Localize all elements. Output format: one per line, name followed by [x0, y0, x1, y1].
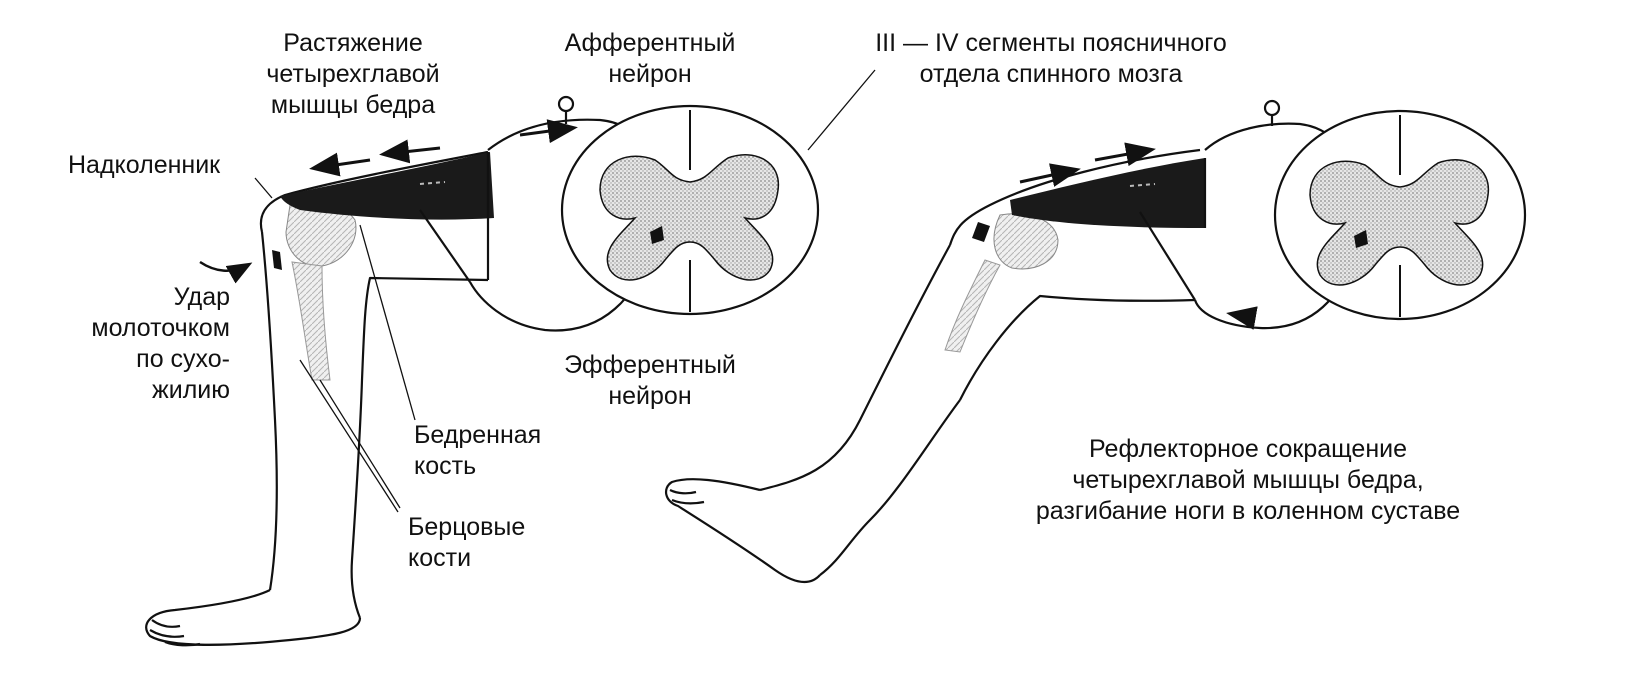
patella-label-text: Надколенник: [68, 151, 221, 179]
efferent-label-line-2: нейрон: [608, 382, 692, 410]
efferent-neuron-label: Эфферентный нейрон: [530, 350, 770, 412]
left-thigh-bottom-outline: [360, 276, 489, 381]
reflex-label-line-1: Рефлекторное сокращение: [1088, 435, 1408, 463]
left-leg: [145, 150, 489, 647]
right-shin-back: [819, 399, 961, 576]
stretch-arrows: [309, 139, 441, 177]
tibia-label: Берцовые кости: [408, 512, 525, 574]
stretch-label: Растяжение четырехглавой мышцы бедра: [238, 28, 468, 121]
hammer-label-line-3: по сухо-: [136, 345, 230, 373]
segments-label-line-1: III — IV сегменты поясничного: [875, 29, 1227, 57]
spinal-segments-label: III — IV сегменты поясничного отдела спи…: [826, 28, 1276, 90]
right-thigh-bottom-outline: [959, 294, 1196, 401]
femur-label-line-1: Бедренная: [414, 421, 542, 449]
right-leg: [664, 148, 1201, 584]
afferent-label-line-2: нейрон: [608, 60, 692, 88]
right-shin-front: [759, 244, 951, 492]
femur-label: Бедренная кость: [414, 420, 541, 482]
right-receptor-icon: [1263, 99, 1281, 117]
right-gray-matter: [1309, 159, 1490, 286]
stretch-label-line-1: Растяжение: [283, 29, 423, 57]
contraction-arrows: [1019, 142, 1156, 187]
left-thigh-outline: [259, 150, 489, 233]
reflex-label-line-2: четырехглавой мышцы бедра,: [1072, 466, 1424, 494]
stretch-label-line-3: мышцы бедра: [270, 91, 436, 119]
right-foot: [664, 478, 821, 584]
hammer-strike-label: Удар молоточком по сухо- жилию: [40, 282, 230, 406]
right-spinal-cord-section: [1273, 109, 1527, 321]
left-foot: [145, 589, 362, 646]
tibia-label-line-2: кости: [408, 544, 472, 572]
right-leg-bones: [944, 213, 1059, 353]
segments-label-line-2: отдела спинного мозга: [919, 60, 1183, 88]
afferent-label-line-1: Афферентный: [564, 29, 736, 57]
femur-label-line-2: кость: [414, 452, 477, 480]
left-receptor-icon: [557, 95, 575, 113]
left-shin-back: [350, 379, 364, 619]
left-quadriceps-muscle: [280, 152, 494, 220]
hammer-label-line-1: Удар: [173, 283, 230, 311]
reflex-contraction-label: Рефлекторное сокращение четырехглавой мы…: [968, 434, 1528, 527]
hammer-strike-arrow-icon: [199, 260, 253, 284]
right-quadriceps-muscle: [1010, 158, 1205, 228]
patella-label: Надколенник: [68, 150, 220, 181]
left-shin-front: [260, 231, 278, 591]
left-gray-matter: [599, 154, 780, 281]
stretch-label-line-2: четырехглавой: [266, 60, 440, 88]
hammer-label-line-4: жилию: [152, 376, 230, 404]
efferent-label-line-1: Эфферентный: [564, 351, 736, 379]
left-pointer-lines: [254, 69, 876, 513]
hammer-label-line-2: молоточком: [91, 314, 230, 342]
left-spinal-cord-section: [560, 104, 820, 316]
tibia-label-line-1: Берцовые: [408, 513, 526, 541]
afferent-neuron-label: Афферентный нейрон: [530, 28, 770, 90]
left-leg-bones: [272, 202, 357, 381]
reflex-label-line-3: разгибание ноги в коленном суставе: [1035, 497, 1461, 525]
